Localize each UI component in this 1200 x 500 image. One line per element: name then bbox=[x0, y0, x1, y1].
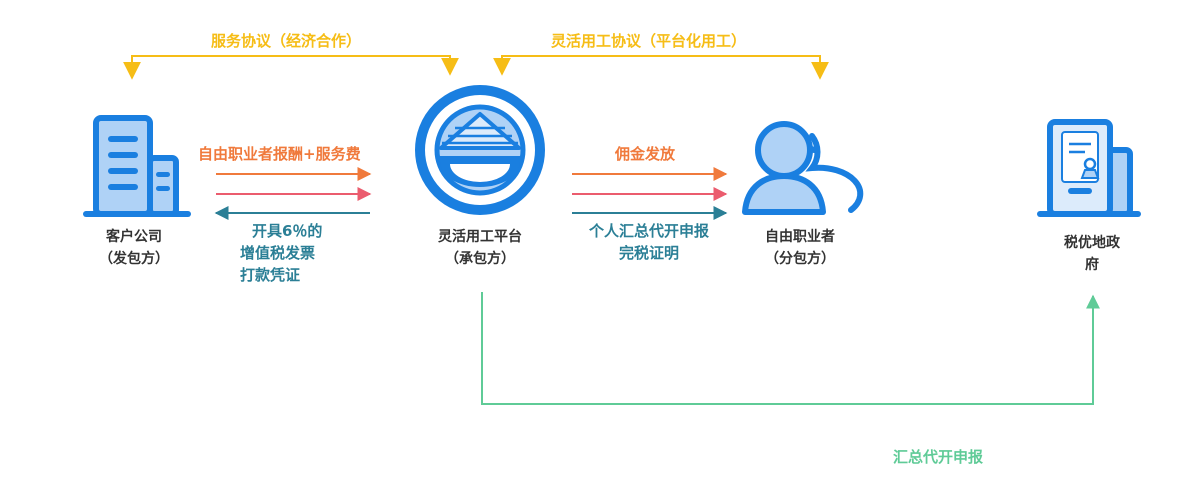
declaration-label-line-2: 完税证明 bbox=[618, 244, 679, 262]
invoice-label-line-1: 开具6％的 bbox=[252, 222, 323, 240]
invoice-label-line-3: 打款凭证 bbox=[240, 266, 301, 284]
invoice-label-line-2: 增值税发票 bbox=[240, 244, 316, 262]
freelancer-name: 自由职业者 bbox=[765, 229, 835, 245]
freelancer-role: （分包方） bbox=[765, 251, 835, 267]
company-role: （发包方） bbox=[99, 251, 169, 267]
platform-logo-icon bbox=[415, 85, 545, 215]
invoice-label: 开具6％的 增值税发票 打款凭证 bbox=[240, 220, 322, 286]
payment-label: 自由职业者报酬+服务费 bbox=[198, 145, 361, 163]
freelancer-label: 自由职业者 （分包方） bbox=[744, 226, 856, 270]
tax-office-line-1: 税优地政 bbox=[1064, 235, 1120, 251]
declaration-label-line-1: 个人汇总代开申报 bbox=[588, 222, 709, 240]
declaration-label: 个人汇总代开申报 完税证明 bbox=[579, 220, 719, 264]
service-agreement-label: 服务协议（经济合作） bbox=[211, 32, 362, 50]
company-name: 客户公司 bbox=[106, 229, 162, 245]
platform-label: 灵活用工平台 （承包方） bbox=[420, 226, 540, 270]
summary-declaration-label: 汇总代开申报 bbox=[893, 448, 984, 466]
people-icon bbox=[742, 121, 864, 215]
platform-name: 灵活用工平台 bbox=[438, 229, 522, 245]
tax-office-line-2: 府 bbox=[1085, 257, 1099, 273]
summary-declaration-path bbox=[481, 292, 1100, 405]
flexible-agreement-bracket bbox=[493, 55, 829, 80]
flexible-agreement-label: 灵活用工协议（平台化用工） bbox=[551, 32, 747, 50]
office-building-icon bbox=[83, 115, 191, 217]
tax-document-icon bbox=[1037, 119, 1141, 217]
company-label: 客户公司 （发包方） bbox=[82, 226, 186, 270]
commission-label: 佣金发放 bbox=[615, 145, 676, 163]
platform-role: （承包方） bbox=[445, 251, 515, 267]
tax-office-label: 税优地政 府 bbox=[1044, 232, 1140, 276]
service-agreement-bracket bbox=[123, 55, 459, 80]
